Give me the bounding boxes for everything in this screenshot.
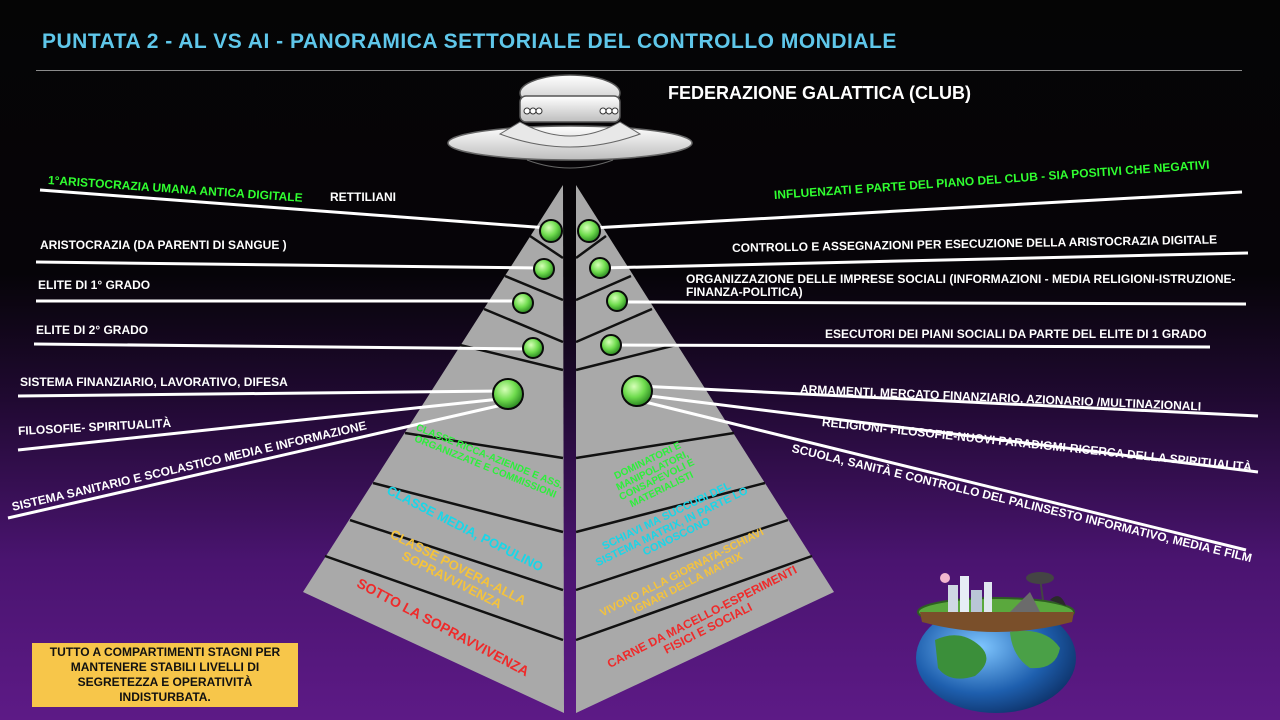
ufo-icon [447, 74, 693, 169]
pointer-lines-right [591, 190, 1259, 552]
title-divider [36, 70, 1242, 71]
orb-left-5 [492, 378, 524, 410]
label-esecutori: ESECUTORI DEI PIANI SOCIALI DA PARTE DEL… [825, 327, 1207, 341]
club-label: FEDERAZIONE GALATTICA (CLUB) [668, 83, 971, 103]
label-elite-2: ELITE DI 2° GRADO [36, 323, 149, 337]
orb-right-2 [589, 257, 611, 279]
label-rettiliani: RETTILIANI [330, 190, 396, 204]
orb-right-5 [621, 375, 653, 407]
pyramid-right-half [576, 185, 834, 713]
tier-dividers [324, 234, 813, 642]
orb-right-1 [577, 219, 601, 243]
orb-right-4 [600, 334, 622, 356]
pyramid-left-half [303, 185, 564, 713]
page-title: PUNTATA 2 - AL VS AI - PANORAMICA SETTOR… [42, 30, 897, 53]
note-text: TUTTO A COMPARTIMENTI STAGNI PER MANTENE… [49, 645, 281, 704]
label-aristocrazia-sangue: ARISTOCRAZIA (DA PARENTI DI SANGUE ) [40, 238, 287, 252]
orb-left-3 [512, 292, 534, 314]
orb-right-3 [606, 290, 628, 312]
orb-left-2 [533, 258, 555, 280]
label-organizzazione: ORGANIZZAZIONE DELLE IMPRESE SOCIALI (IN… [686, 272, 1236, 299]
orb-left-4 [522, 337, 544, 359]
label-sistema-finanziario: SISTEMA FINANZIARIO, LAVORATIVO, DIFESA [20, 375, 288, 389]
earth-icon [916, 572, 1076, 713]
orbs [492, 219, 653, 410]
label-elite-1: ELITE DI 1° GRADO [38, 278, 151, 292]
pointer-lines-left [7, 188, 549, 520]
orb-left-1 [539, 219, 563, 243]
note-box: TUTTO A COMPARTIMENTI STAGNI PER MANTENE… [32, 643, 298, 707]
